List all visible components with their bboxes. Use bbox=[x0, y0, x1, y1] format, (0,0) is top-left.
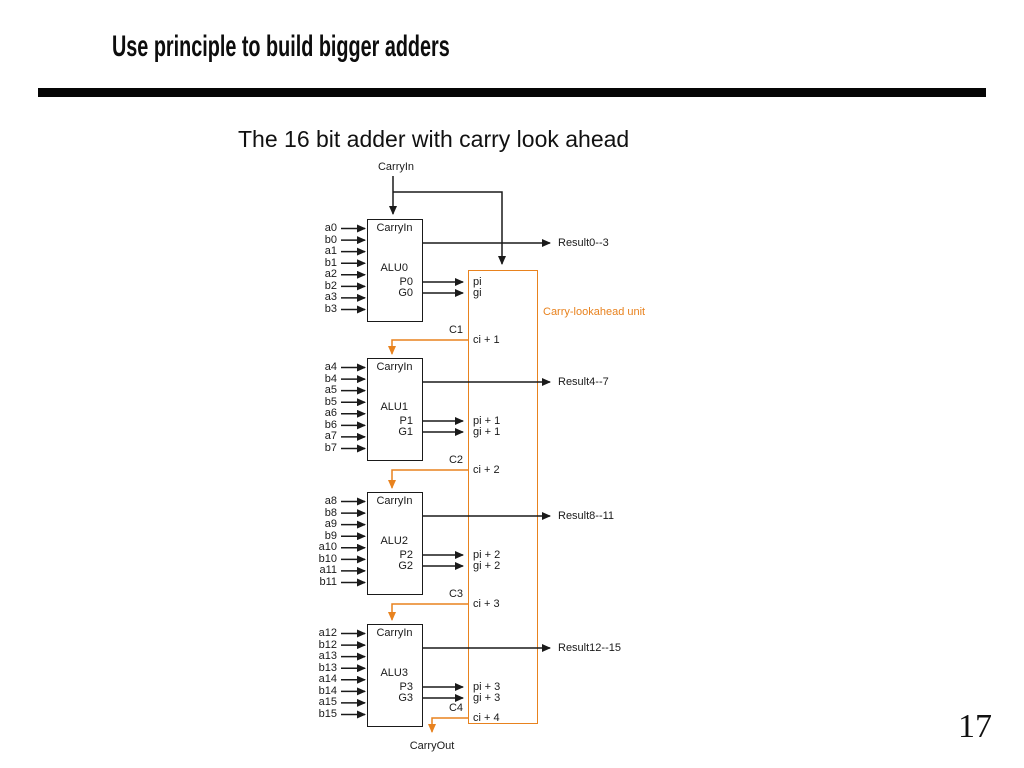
alu1-g-label: G1 bbox=[398, 426, 413, 438]
input-label: b4 bbox=[324, 372, 337, 385]
alu3-name: ALU3 bbox=[380, 667, 408, 679]
input-label: a2 bbox=[324, 268, 337, 281]
input-label: a14 bbox=[318, 673, 337, 686]
input-label: a13 bbox=[318, 650, 337, 663]
input-label: a4 bbox=[324, 361, 337, 373]
lookahead-gi0-label: gi bbox=[473, 287, 482, 299]
carry-lookahead-unit-label: Carry-lookahead unit bbox=[543, 306, 646, 318]
alu1-p-label: P1 bbox=[399, 415, 413, 427]
alu0-inputs: a0 b0 a1 b1 a2 b2 a3 b3 bbox=[295, 223, 337, 315]
input-label: b0 bbox=[324, 233, 337, 246]
input-label: a9 bbox=[324, 518, 337, 531]
carry-lookahead-box bbox=[468, 270, 538, 724]
alu2-p-label: P2 bbox=[399, 549, 413, 561]
alu0-p-label: P0 bbox=[399, 276, 413, 288]
alu2-name: ALU2 bbox=[380, 535, 408, 547]
lookahead-gi3-label: gi + 3 bbox=[473, 692, 501, 704]
alu3-carryin-label: CarryIn bbox=[376, 627, 413, 639]
input-label: a0 bbox=[324, 222, 337, 234]
slide-subtitle: The 16 bit adder with carry look ahead bbox=[238, 126, 630, 152]
input-label: b3 bbox=[324, 302, 337, 315]
alu3-box bbox=[367, 624, 423, 727]
alu1-inputs: a4 b4 a5 b5 a6 b6 a7 b7 bbox=[295, 362, 337, 454]
alu1-box bbox=[367, 358, 423, 461]
input-label: a12 bbox=[318, 627, 337, 639]
input-label: a7 bbox=[324, 430, 337, 443]
input-label: a11 bbox=[319, 564, 337, 577]
alu2-g-label: G2 bbox=[398, 560, 413, 572]
title-rule bbox=[38, 88, 986, 97]
slide-title: Use principle to build bigger adders bbox=[112, 30, 450, 63]
input-label: b12 bbox=[318, 638, 337, 651]
carryout-label: CarryOut bbox=[409, 740, 455, 752]
alu1-name: ALU1 bbox=[380, 401, 408, 413]
input-label: b5 bbox=[324, 395, 337, 408]
top-carryin-label: CarryIn bbox=[377, 161, 415, 173]
alu3-p-label: P3 bbox=[399, 681, 413, 693]
input-label: a6 bbox=[324, 407, 337, 420]
c2-label: C2 bbox=[448, 454, 463, 466]
input-label: a8 bbox=[324, 495, 337, 507]
input-label: b8 bbox=[324, 506, 337, 519]
input-label: a1 bbox=[324, 245, 337, 258]
alu2-result-label: Result8--11 bbox=[558, 510, 615, 522]
c3-label: C3 bbox=[448, 588, 463, 600]
input-label: b14 bbox=[318, 684, 337, 697]
input-label: b11 bbox=[319, 575, 337, 588]
c1-wire bbox=[388, 339, 468, 355]
input-label: b2 bbox=[324, 279, 337, 292]
input-label: a15 bbox=[318, 696, 337, 709]
input-label: b9 bbox=[324, 529, 337, 542]
alu1-carryin-label: CarryIn bbox=[376, 361, 413, 373]
c3-wire bbox=[388, 603, 468, 621]
input-label: a5 bbox=[324, 384, 337, 397]
alu2-carryin-label: CarryIn bbox=[376, 495, 413, 507]
alu2-inputs: a8 b8 a9 b9 a10 b10 a11 b11 bbox=[295, 496, 337, 588]
alu1-result-label: Result4--7 bbox=[558, 376, 609, 388]
alu0-name: ALU0 bbox=[380, 262, 408, 274]
input-label: a3 bbox=[324, 291, 337, 304]
ci3-label: ci + 3 bbox=[473, 598, 500, 610]
pg-arrows bbox=[422, 278, 464, 702]
input-label: a10 bbox=[318, 541, 337, 554]
alu0-result-label: Result0--3 bbox=[558, 237, 609, 249]
lookahead-pi1-label: pi + 1 bbox=[473, 415, 501, 427]
alu3-g-label: G3 bbox=[398, 692, 413, 704]
alu3-inputs: a12 b12 a13 b13 a14 b14 a15 b15 bbox=[295, 628, 337, 720]
input-label: b15 bbox=[318, 707, 337, 720]
page-number: 17 bbox=[958, 708, 992, 745]
c4-carryout-wire bbox=[428, 717, 468, 733]
lookahead-gi1-label: gi + 1 bbox=[473, 426, 501, 438]
alu0-carryin-label: CarryIn bbox=[376, 222, 413, 234]
lookahead-pi2-label: pi + 2 bbox=[473, 549, 501, 561]
ci1-label: ci + 1 bbox=[473, 334, 500, 346]
input-label: b6 bbox=[324, 418, 337, 431]
alu0-g-label: G0 bbox=[398, 287, 413, 299]
input-label: b7 bbox=[324, 441, 337, 454]
lookahead-pi3-label: pi + 3 bbox=[473, 681, 501, 693]
input-label: b13 bbox=[318, 661, 337, 674]
lookahead-gi2-label: gi + 2 bbox=[473, 560, 501, 572]
input-label: b1 bbox=[324, 256, 337, 269]
c4-label: C4 bbox=[448, 702, 463, 714]
c2-wire bbox=[388, 469, 468, 489]
c1-label: C1 bbox=[448, 324, 463, 336]
alu3-result-label: Result12--15 bbox=[558, 642, 621, 654]
ci4-label: ci + 4 bbox=[473, 712, 500, 724]
input-label: b10 bbox=[318, 552, 337, 565]
input-arrows bbox=[341, 224, 366, 719]
alu2-box bbox=[367, 492, 423, 595]
lookahead-pi0-label: pi bbox=[473, 276, 482, 288]
ci2-label: ci + 2 bbox=[473, 464, 500, 476]
